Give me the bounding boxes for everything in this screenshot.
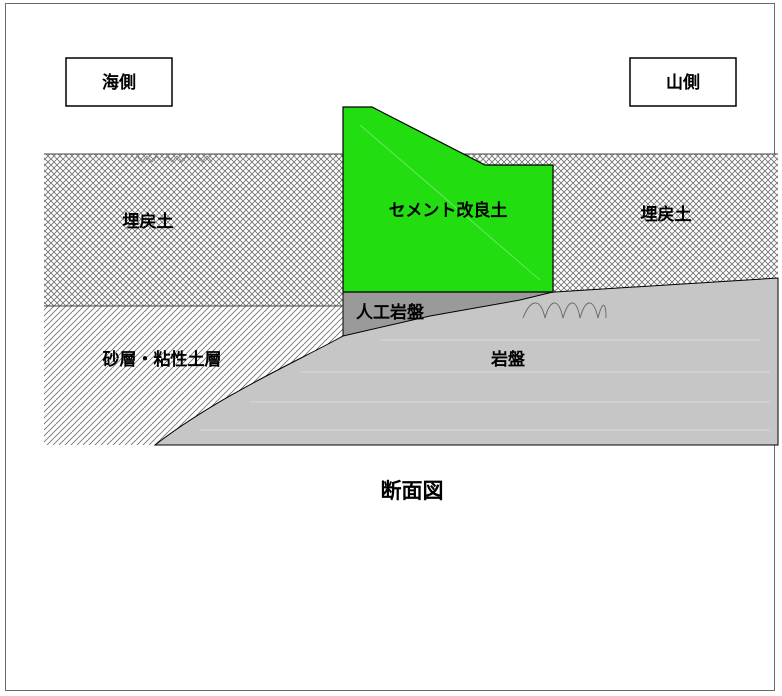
sand-clay-layer-label: 砂層・粘性土層	[103, 349, 222, 370]
artificial-rock-label: 人工岩盤	[356, 302, 425, 323]
diagram-caption: 断面図	[381, 479, 444, 503]
sea-side-label: 海側	[102, 72, 136, 93]
bedrock-label: 岩盤	[490, 349, 526, 370]
fill-soil-right-label: 埋戻土	[641, 204, 692, 225]
fill-soil-left-label: 埋戻土	[123, 211, 174, 232]
sea-side-box	[65, 57, 173, 107]
mountain-side-label: 山側	[666, 72, 700, 93]
scribble-marks	[522, 302, 607, 319]
cement-texture-line	[359, 124, 541, 281]
mountain-side-box	[629, 57, 737, 107]
wavy-mark-left	[131, 155, 213, 163]
bedrock-texture	[200, 339, 770, 431]
cement-improved-soil-label: セメント改良土	[389, 200, 508, 221]
